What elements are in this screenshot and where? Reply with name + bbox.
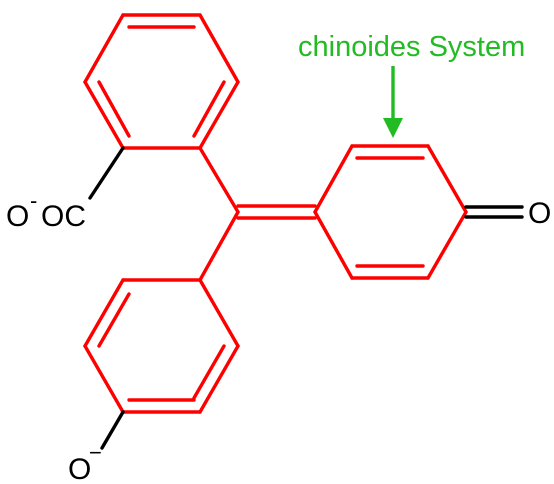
- phenoxide-charge-label: −: [89, 440, 102, 465]
- carbonyl-oxygen-label: O: [528, 197, 551, 230]
- substituent-bonds: [88, 146, 524, 450]
- phenoxide-label: O −: [68, 440, 102, 484]
- quinoid-ring: [313, 144, 468, 280]
- carboxylate-oxygen-label: O: [6, 200, 29, 233]
- chinoides-system-annotation: chinoides System: [298, 31, 525, 63]
- phenoxide-ring: [83, 278, 240, 414]
- annotation-arrow-icon: [383, 66, 403, 138]
- carboxylate-oc-label: OC: [41, 200, 86, 233]
- carboxylate-charge-label: -: [30, 188, 37, 213]
- carboxylate-label: O - OC: [6, 188, 86, 233]
- central-carbon-bonds: [198, 146, 317, 282]
- phenoxide-oxygen-label: O: [68, 453, 91, 484]
- benzoate-ring: [83, 13, 240, 150]
